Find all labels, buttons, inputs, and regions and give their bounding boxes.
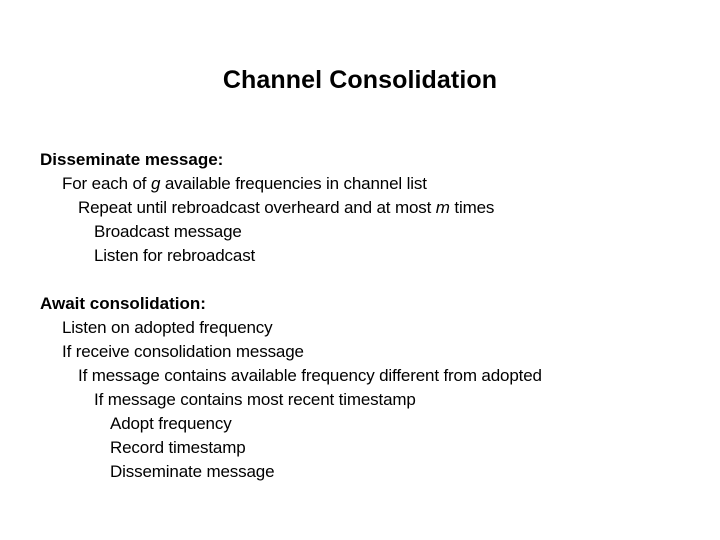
block-spacer (40, 268, 700, 292)
code-line: If message contains most recent timestam… (94, 390, 416, 409)
block-heading-await: Await consolidation: (40, 294, 206, 313)
code-line: If receive consolidation message (62, 342, 304, 361)
code-line: If message contains available frequency … (78, 366, 542, 385)
italic-variable: g (150, 174, 161, 193)
code-line: For each of g available frequencies in c… (62, 174, 427, 193)
block-heading-disseminate: Disseminate message: (40, 150, 224, 169)
code-line: Listen on adopted frequency (62, 318, 273, 337)
code-line: Disseminate message (110, 462, 275, 481)
code-line: Broadcast message (94, 222, 242, 241)
code-line: Record timestamp (110, 438, 246, 457)
code-line: Adopt frequency (110, 414, 232, 433)
slide-body: Disseminate message: For each of g avail… (40, 148, 700, 484)
page-title: Channel Consolidation (222, 66, 498, 94)
code-line: Repeat until rebroadcast overheard and a… (78, 198, 495, 217)
code-line: Listen for rebroadcast (94, 246, 256, 265)
italic-variable: m (435, 198, 450, 217)
